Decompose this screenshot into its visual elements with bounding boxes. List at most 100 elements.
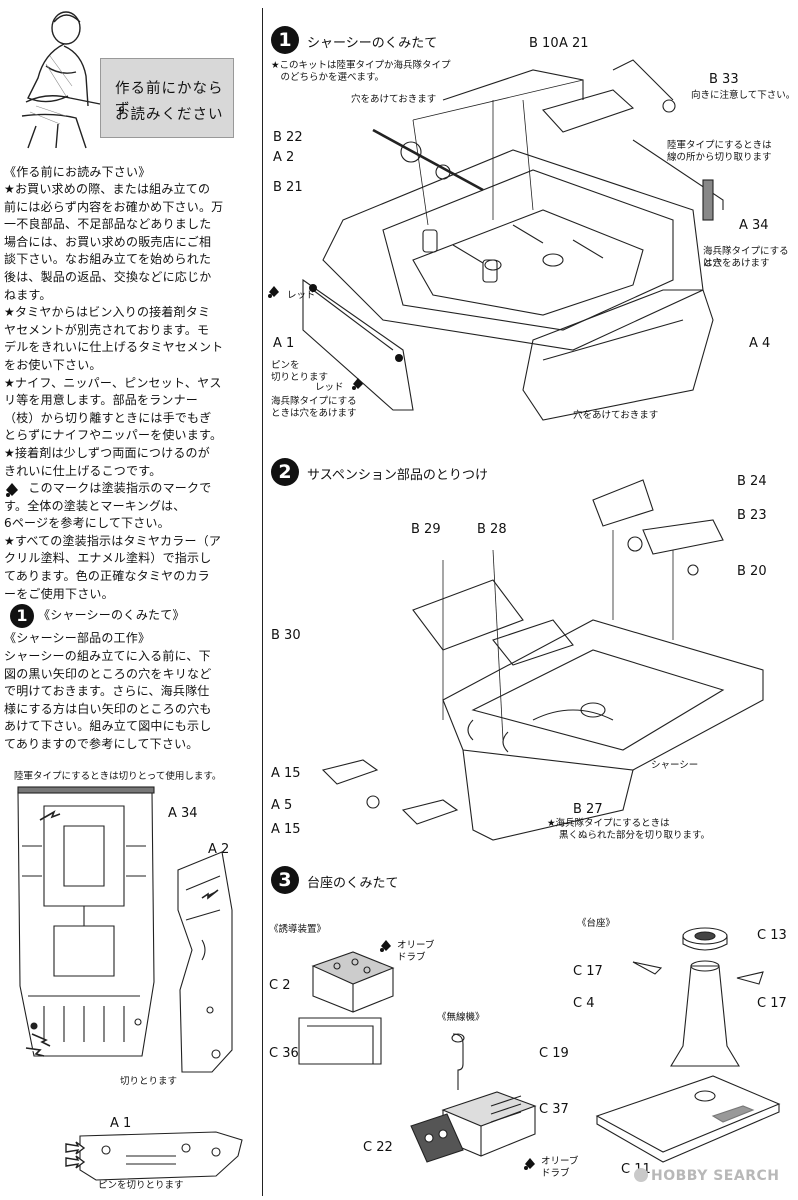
text-line: きれいに仕上げるこつです。 [4, 463, 162, 478]
label-b33-note: 向きに注意して下さい。 [691, 90, 796, 101]
label-b23: B 23 [737, 508, 767, 523]
watermark: HOBBY SEARCH [634, 1168, 779, 1184]
text-line: このマークは塗装指示のマークで [4, 481, 212, 496]
label-olive-2: オリーブ [541, 1156, 579, 1167]
text-line: ★ナイフ、ニッパー、ピンセット、ヤス [4, 375, 222, 390]
step-1-badge: 1 [271, 26, 299, 54]
card-line-1: 作る前にかならず [115, 81, 224, 118]
label-radio: 《無線機》 [437, 1012, 485, 1023]
a34-floor-drawing [17, 786, 155, 1057]
intro-title: 《作る前にお読み下さい》 [4, 165, 151, 179]
label-c22: C 22 [363, 1140, 393, 1155]
text-line: （枝）から切り離すときには手でもぎ [4, 410, 212, 425]
label-b21: B 21 [273, 180, 303, 195]
label-c19: C 19 [539, 1046, 569, 1061]
label-marine-note-2: は穴をあけます [703, 258, 770, 269]
text-line: リ等を用意します。部品をランナー [4, 393, 199, 408]
intro-paragraph-1: ★お買い求めの際、または組み立ての 前には必らず内容をお確かめ下さい。万 一不良… [4, 181, 260, 603]
text-line: ★タミヤからはビン入りの接着剤タミ [4, 305, 211, 320]
mascot-figure-icon [21, 11, 101, 149]
text-line: シャーシーの組み立てに入る前に、下 [4, 649, 211, 663]
step-3-badge: 3 [271, 866, 299, 894]
sub-body: シャーシーの組み立てに入る前に、下 図の黒い矢印のところの穴をキリなど で明けて… [4, 648, 260, 754]
text-line: 談下さい。なお組み立てを始められた [4, 252, 212, 267]
label-army-note-2: 線の所から切り取ります [667, 152, 772, 163]
label-c17-right: C 17 [757, 996, 787, 1011]
label-pin-2: 切りとります [271, 372, 329, 383]
label-b29: B 29 [411, 522, 441, 537]
step-1-title: シャーシーのくみたて [307, 36, 438, 51]
read-first-card: 作る前にかならず お読みください [100, 58, 234, 138]
label-a1: A 1 [273, 336, 295, 351]
label-a2-left: A 2 [208, 842, 230, 857]
paint-mark-line: このマークは塗装指示のマークで [4, 480, 260, 498]
label-red-1: レッド [287, 290, 316, 301]
step-1-note-line2: のどちらかを選べます。 [271, 72, 385, 83]
right-column: 1 シャーシーのくみたて ★このキットは陸軍タイプか海兵隊タイプ のどちらかを選… [263, 0, 798, 1200]
army-cut-note: 陸軍タイプにするときは切りとって使用します。 [14, 771, 222, 782]
label-b24: B 24 [737, 474, 767, 489]
step-1-note-line1: ★このキットは陸軍タイプか海兵隊タイプ [271, 60, 451, 71]
left-column: 作る前にかならず お読みください 《作る前にお読み下さい》 ★お買い求めの際、ま… [0, 0, 262, 1200]
label-c13: C 13 [757, 928, 787, 943]
label-c4: C 4 [573, 996, 595, 1011]
column-divider [262, 8, 263, 1196]
step-2-marine-note-1: ★海兵隊タイプにするときは [547, 818, 670, 829]
text-line: ★接着剤は少しずつ両面につけるのが [4, 445, 210, 460]
paint-mark-icon [6, 483, 18, 498]
text-line: デルをきれいに仕上げるタミヤセメント [4, 340, 224, 355]
paint-mark-icon [524, 1158, 535, 1170]
step-2-badge: 2 [271, 458, 299, 486]
text-line: てありますので参考にして下さい。 [4, 736, 199, 751]
a1-part-drawing [65, 1131, 243, 1181]
label-marine-note-3: 海兵隊タイプにする [271, 396, 357, 407]
text-line: クリル塗料、エナメル塗料）で指示し [4, 551, 212, 566]
label-a2: A 2 [273, 150, 295, 165]
text-line: てあります。色の正確なタミヤのカラ [4, 569, 210, 584]
step-2-suspension-drawing [321, 479, 764, 841]
label-a34: A 34 [739, 218, 769, 233]
label-guidance-unit: 《誘導装置》 [269, 924, 327, 935]
step-3-title: 台座のくみたて [307, 876, 399, 891]
card-line-2: お読みください [115, 107, 224, 123]
label-b28: B 28 [477, 522, 507, 537]
label-red-2: レッド [315, 382, 344, 393]
radio-set-drawing [410, 1033, 537, 1163]
text-line: ★お買い求めの際、または組み立ての [4, 182, 211, 196]
label-pin-1: ピンを [271, 360, 300, 371]
label-pedestal: 《台座》 [577, 918, 616, 929]
label-a34-left: A 34 [168, 806, 198, 821]
text-line: あけて下さい。組み立て図中にも示し [4, 719, 212, 734]
text-line: ヤセメントが別売されております。モ [4, 322, 210, 337]
label-olive-1: オリーブ [397, 940, 435, 951]
step-1-heading-left: 《シャーシーのくみたて》 [38, 608, 185, 622]
label-cut-left: 切りとります [120, 1076, 178, 1087]
label-b30: B 30 [271, 628, 301, 643]
text-line: ーをご使用下さい。 [4, 586, 114, 601]
paint-mark-icon [380, 940, 391, 952]
label-marine-note-1: 海兵隊タイプにするとき [703, 246, 789, 269]
pedestal-drawing [595, 927, 781, 1163]
text-line: 図の黒い矢印のところの穴をキリなど [4, 666, 212, 681]
a2-side-drawing [177, 851, 233, 1073]
label-drab-2: ドラブ [541, 1168, 570, 1179]
text-line: 一不良部品、不足部品などありました [4, 217, 212, 232]
text-line: で明けておきます。さらに、海兵隊仕 [4, 684, 210, 699]
label-army-note-1: 陸軍タイプにするときは [667, 140, 772, 151]
step-2-marine-note-2: 黒くぬられた部分を切り取ります。 [559, 830, 711, 841]
paint-mark-icon [352, 378, 363, 390]
step-1-badge-left: 1 [10, 604, 34, 628]
label-c37: C 37 [539, 1102, 569, 1117]
text-line: をお使い下さい。 [4, 357, 102, 372]
label-a1-left: A 1 [110, 1116, 132, 1131]
text-line: 前には必らず内容をお確かめ下さい。万 [4, 199, 224, 214]
step-1-chassis-drawing [302, 59, 724, 421]
text-line: ★すべての塗装指示はタミヤカラー（ア [4, 533, 222, 548]
label-drab-1: ドラブ [397, 952, 426, 963]
label-c36: C 36 [269, 1046, 299, 1061]
label-hole-top: 穴をあけておきます [351, 94, 437, 105]
label-b20: B 20 [737, 564, 767, 579]
label-pin-cut-left: ピンを切りとります [98, 1180, 184, 1191]
watermark-logo-icon [634, 1168, 648, 1182]
text-line: ねます。 [4, 287, 52, 302]
